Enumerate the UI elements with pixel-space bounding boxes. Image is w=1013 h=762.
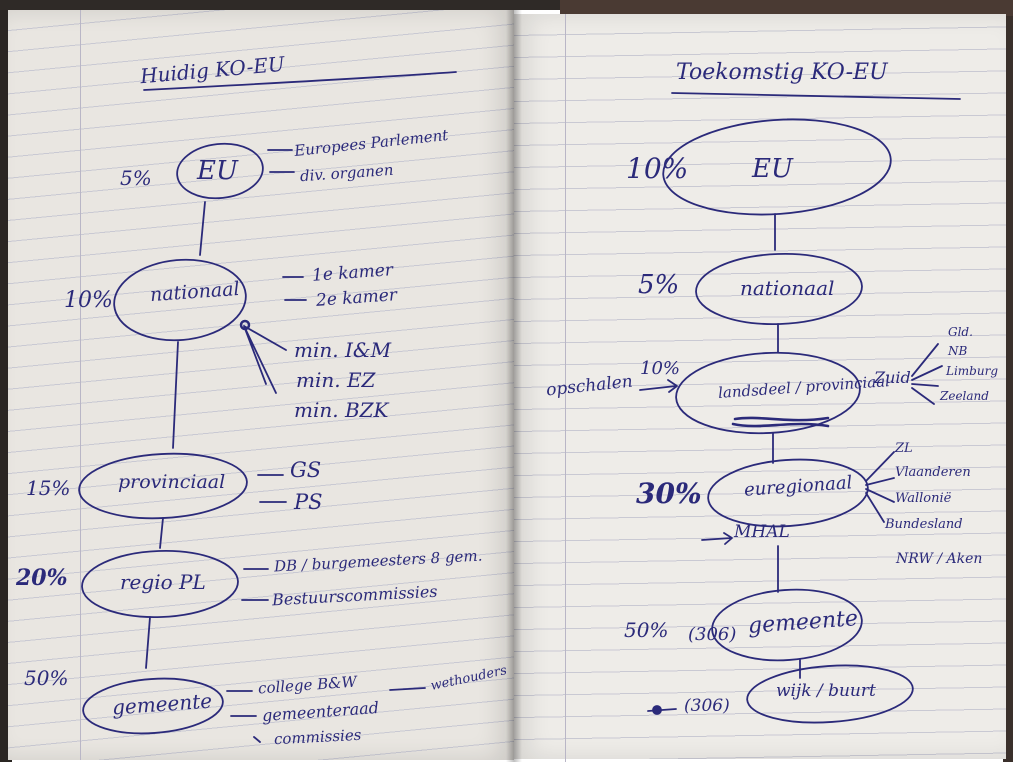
left-provinciaal-label: provinciaal (118, 471, 226, 493)
right-mhal-label: MHAL (734, 522, 790, 542)
left-ministry-bzk: min. BZK (294, 398, 389, 422)
right-opschalen-arrow (639, 379, 678, 393)
left-arrow-wethouders (389, 687, 426, 691)
right-crossed-out-scribble (731, 416, 830, 428)
right-mhal-arrow (701, 532, 733, 545)
right-wijk-arrow-head (652, 705, 662, 715)
left-gemeente-note-commissies: commissies (273, 725, 362, 749)
right-eu-ellipse (662, 118, 892, 216)
right-nationaal-percentage: 5% (638, 270, 680, 300)
left-nationaal-connector (172, 341, 179, 449)
right-nationaal-ellipse (695, 253, 863, 325)
right-euregionaal-percentage: 30% (636, 477, 702, 510)
right-wijk-label: wijk / buurt (776, 681, 876, 701)
left-provinciaal-note-gs: GS (290, 458, 322, 482)
left-nationaal-percentage: 10% (64, 288, 113, 313)
right-wijk-ellipse (746, 664, 914, 724)
right-eu-percentage: 10% (626, 152, 689, 185)
left-gemeente-percentage: 50% (24, 666, 69, 690)
left-diagram-shapes (78, 71, 457, 743)
right-page-margin (565, 14, 566, 762)
left-gemeente-label: gemeente (111, 688, 213, 720)
left-regio-connector (145, 616, 151, 669)
right-notebook-page (514, 14, 1006, 759)
left-ministries-dot (239, 319, 251, 331)
right-euregio-fan (865, 451, 895, 523)
left-provinciaal-note-ps: PS (294, 490, 323, 514)
right-nationaal-label: nationaal (740, 276, 835, 300)
left-ministry-im: min. I&M (294, 338, 392, 362)
left-dashes (226, 149, 307, 743)
right-region-vlaanderen: Vlaanderen (895, 465, 971, 480)
left-page-margin (80, 10, 81, 760)
left-gemeente-ellipse (82, 677, 224, 735)
right-page-title: Toekomstig KO-EU (676, 60, 888, 85)
right-euregionaal-ellipse (707, 458, 869, 528)
right-region-nrw-aken: NRW / Aken (896, 551, 983, 567)
right-gemeente-count: (306) (688, 624, 737, 645)
left-eu-percentage: 5% (120, 166, 152, 190)
right-eu-label: EU (752, 154, 793, 184)
right-gemeente-percentage: 50% (624, 618, 669, 642)
right-region-wallonie: Wallonië (895, 491, 952, 506)
left-regio-label: regio PL (120, 570, 206, 594)
right-landsdeel-ellipse (675, 351, 861, 435)
left-regio-ellipse (81, 550, 239, 618)
right-wijk-count: (306) (684, 696, 730, 716)
right-region-zl: ZL (895, 441, 913, 456)
right-landsdeel-percentage: 10% (640, 358, 681, 379)
left-ministries-brace (243, 325, 287, 394)
right-region-bundesland: Bundesland (885, 517, 963, 532)
right-diagram-shapes (639, 92, 961, 724)
left-eu-ellipse (176, 142, 264, 200)
left-eu-connector (199, 201, 206, 256)
left-provinciaal-percentage: 15% (26, 476, 71, 500)
right-gemeente-ellipse (711, 588, 863, 662)
left-regio-percentage: 20% (16, 565, 68, 591)
right-province-limburg: Limburg (946, 364, 999, 378)
left-notebook-page (8, 10, 514, 760)
left-title-underline (143, 71, 457, 91)
left-provinciaal-ellipse (78, 452, 248, 520)
right-zuid-label: Zuid (874, 368, 911, 387)
left-ministry-ez: min. EZ (296, 368, 376, 392)
left-nationaal-ellipse (113, 258, 247, 342)
left-provinciaal-connector (159, 517, 164, 549)
right-province-gld: Gld. (948, 325, 973, 339)
left-eu-label: EU (197, 156, 238, 186)
notebook-gutter (506, 10, 522, 762)
right-province-zeeland: Zeeland (940, 389, 989, 403)
right-province-nb: NB (948, 344, 968, 358)
right-zuid-fan (911, 343, 943, 405)
right-title-underline (671, 92, 961, 100)
